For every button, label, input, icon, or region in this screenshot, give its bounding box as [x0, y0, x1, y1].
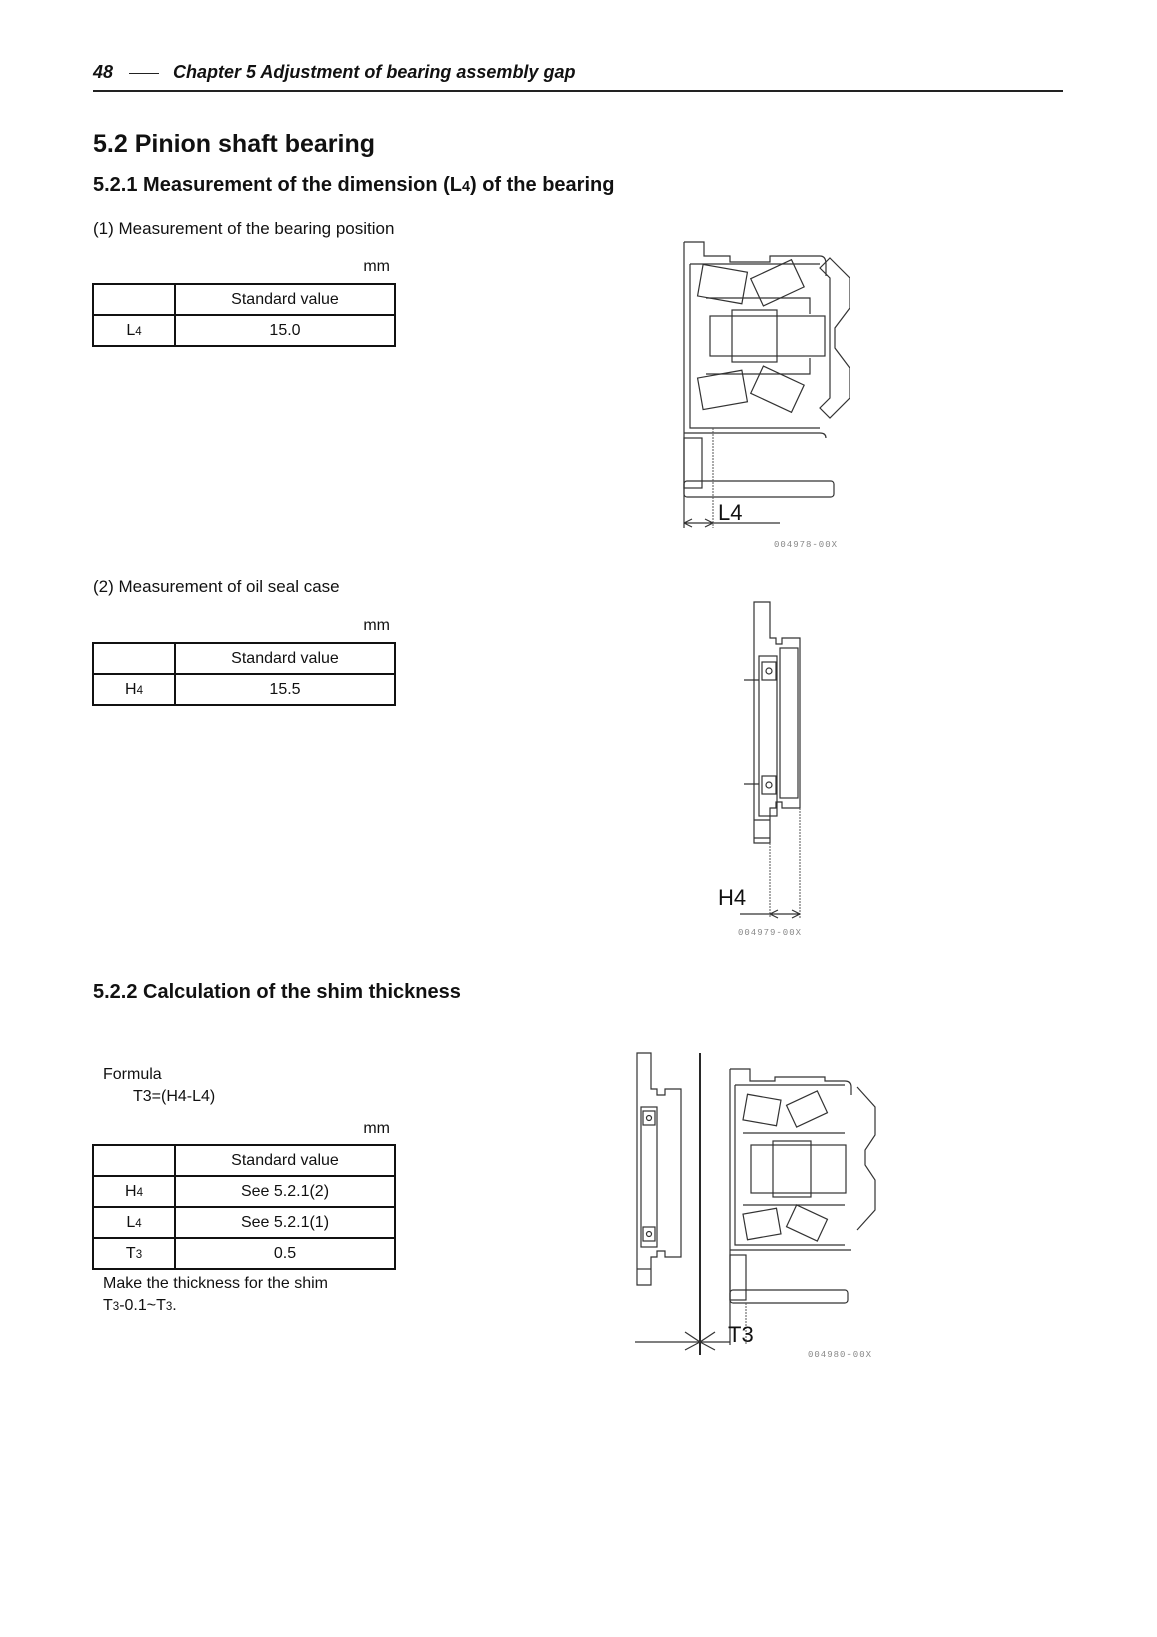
table-row: H4 See 5.2.1(2) — [92, 1175, 396, 1208]
shim-note-line-2: T3-0.1~T3. — [103, 1297, 177, 1314]
dimension-label-h4: H4 — [718, 885, 747, 910]
table-key-cell: T3 — [92, 1237, 176, 1270]
dimension-label-t3: T3 — [728, 1322, 754, 1347]
figure-id: 004979-00X — [738, 928, 803, 938]
heading-subscript: 4 — [461, 179, 470, 195]
table-value-cell: See 5.2.1(1) — [174, 1206, 396, 1239]
table-row: T3 0.5 — [92, 1237, 396, 1270]
dimension-label-l4: L4 — [718, 500, 743, 525]
table-value-cell: 15.0 — [174, 314, 396, 347]
spec-table-t3: Standard value H4 See 5.2.1(2) L4 See 5.… — [92, 1144, 396, 1270]
table-header-cell: Standard value — [174, 283, 396, 316]
bearing-position-figure — [683, 241, 850, 528]
subsection-title-5-2-2: 5.2.2 Calculation of the shim thickness — [93, 981, 461, 1003]
spec-table-h4: Standard value H4 15.5 — [92, 642, 396, 706]
formula-label: Formula — [103, 1066, 162, 1083]
spec-table-l4: Standard value L4 15.0 — [92, 283, 396, 347]
subsection-title-5-2-1: 5.2.1 Measurement of the dimension (L4) … — [93, 174, 614, 197]
table-key-cell: H4 — [92, 673, 176, 706]
table-header-cell — [92, 1144, 176, 1177]
figure-id: 004978-00X — [774, 540, 839, 550]
table-key-cell: L4 — [92, 314, 176, 347]
table-header-cell: Standard value — [174, 642, 396, 675]
table-header-row: Standard value — [92, 283, 396, 316]
unit-label: mm — [363, 617, 390, 634]
table-value-cell: 0.5 — [174, 1237, 396, 1270]
formula: T3=(H4-L4) — [133, 1088, 216, 1105]
shim-thickness-figure — [635, 1052, 876, 1355]
chapter-title: Chapter 5 Adjustment of bearing assembly… — [173, 62, 576, 82]
unit-label: mm — [363, 258, 390, 275]
item-1-label: (1) Measurement of the bearing position — [93, 219, 395, 238]
header-dash — [129, 72, 160, 74]
table-header-cell: Standard value — [174, 1144, 396, 1177]
table-row: L4 15.0 — [92, 314, 396, 347]
table-value-cell: 15.5 — [174, 673, 396, 706]
table-key-cell: L4 — [92, 1206, 176, 1239]
table-header-cell — [92, 642, 176, 675]
item-2-label: (2) Measurement of oil seal case — [93, 577, 340, 596]
table-row: H4 15.5 — [92, 673, 396, 706]
unit-label: mm — [363, 1120, 390, 1137]
section-title: 5.2 Pinion shaft bearing — [93, 130, 375, 158]
table-key-cell: H4 — [92, 1175, 176, 1208]
table-header-cell — [92, 283, 176, 316]
table-value-cell: See 5.2.1(2) — [174, 1175, 396, 1208]
page-number: 48 — [93, 62, 114, 82]
heading-text: ) of the bearing — [469, 174, 615, 196]
table-row: L4 See 5.2.1(1) — [92, 1206, 396, 1239]
running-head: 48 Chapter 5 Adjustment of bearing assemb… — [93, 62, 575, 83]
oil-seal-case-figure — [740, 601, 801, 919]
figure-id: 004980-00X — [808, 1350, 873, 1360]
heading-text: 5.2.1 Measurement of the dimension (L — [93, 174, 462, 196]
table-header-row: Standard value — [92, 642, 396, 675]
table-header-row: Standard value — [92, 1144, 396, 1177]
shim-note-line-1: Make the thickness for the shim — [103, 1275, 328, 1292]
page-header: 48 Chapter 5 Adjustment of bearing assemb… — [93, 60, 1063, 92]
